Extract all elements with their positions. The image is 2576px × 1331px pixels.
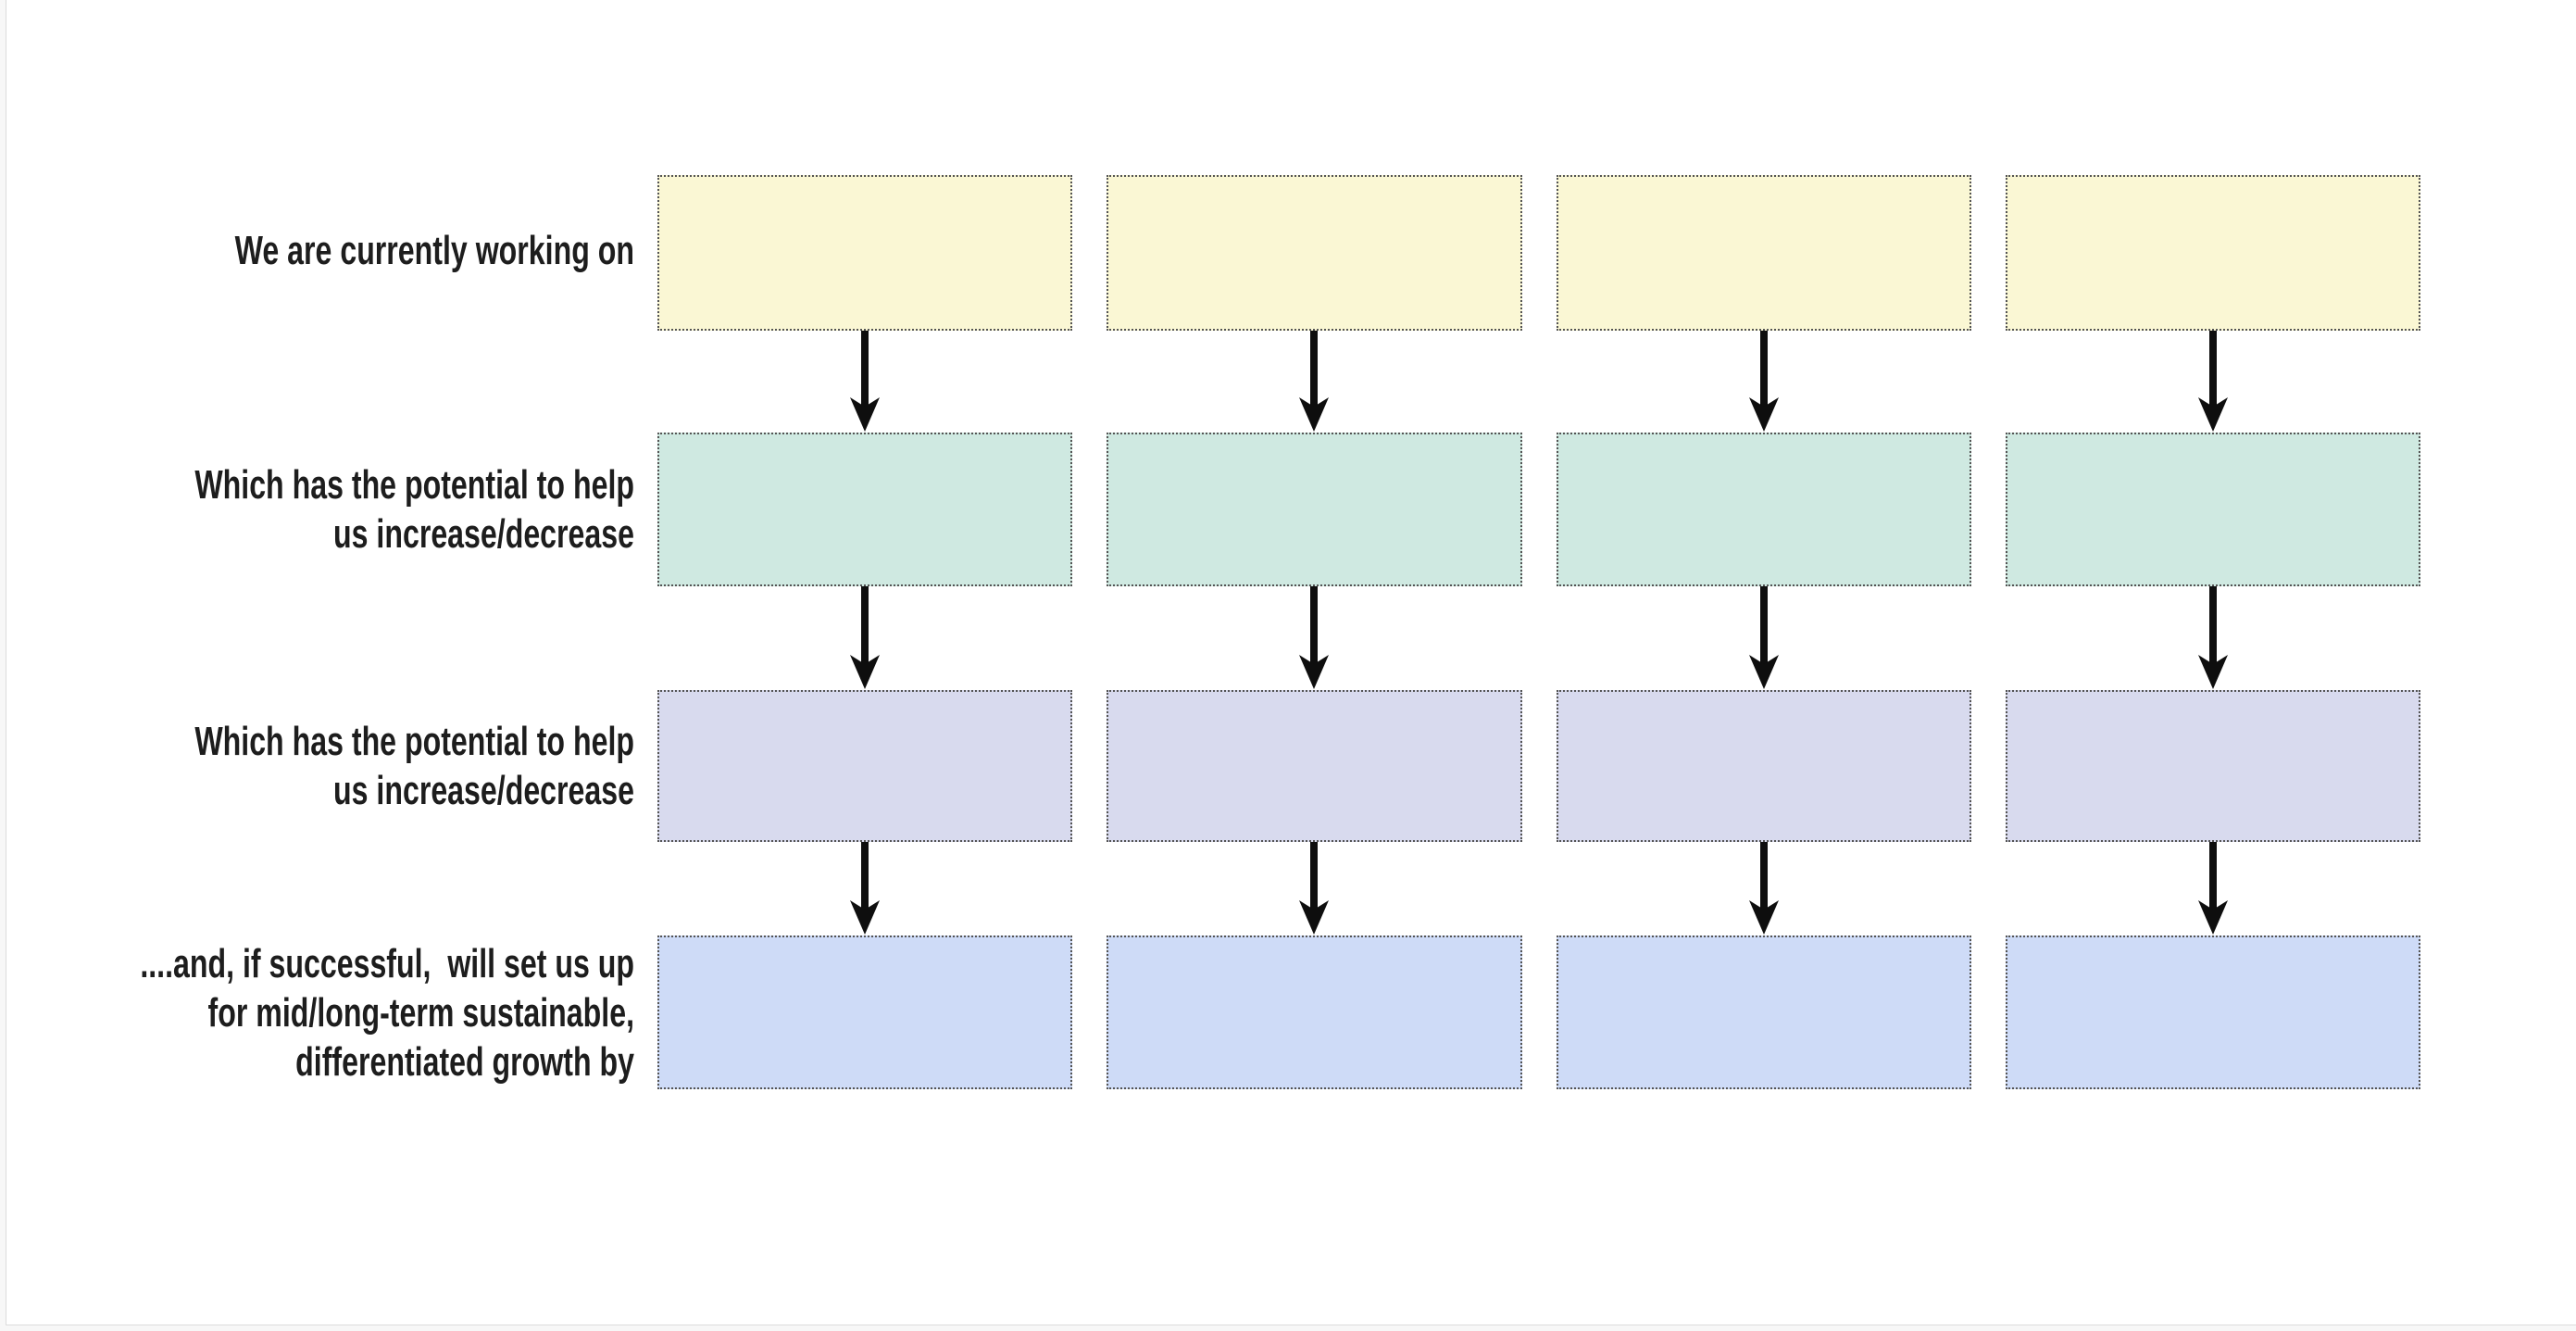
placeholder-box-potential-increase-2-col1[interactable] <box>657 690 1073 842</box>
box-row-potential-increase-2 <box>657 690 2420 842</box>
placeholder-box-sustainable-growth-col1[interactable] <box>657 935 1073 1089</box>
placeholder-box-sustainable-growth-col3[interactable] <box>1556 935 1971 1089</box>
row-label-line: Which has the potential to help <box>194 462 634 508</box>
row-label-line: Which has the potential to help <box>194 719 634 764</box>
placeholder-box-sustainable-growth-col2[interactable] <box>1107 935 1522 1089</box>
placeholder-box-potential-increase-1-col3[interactable] <box>1556 433 1971 586</box>
box-row-potential-increase-1 <box>657 433 2420 586</box>
down-arrow-icon <box>1745 842 1782 935</box>
down-arrow-icon <box>1295 842 1332 935</box>
down-arrow-icon <box>1745 586 1782 689</box>
placeholder-box-sustainable-growth-col4[interactable] <box>2005 935 2420 1089</box>
row-label-line: for mid/long-term sustainable, <box>207 990 634 1036</box>
placeholder-box-potential-increase-2-col2[interactable] <box>1107 690 1522 842</box>
box-row-currently-working-on <box>657 175 2420 331</box>
placeholder-box-potential-increase-2-col4[interactable] <box>2005 690 2420 842</box>
down-arrow-icon <box>2195 331 2232 432</box>
placeholder-box-potential-increase-1-col1[interactable] <box>657 433 1073 586</box>
row-label-line: us increase/decrease <box>333 511 634 557</box>
row-label-currently-working-on: We are currently working on <box>0 226 634 275</box>
row-label-line: ....and, if successful, will set us up <box>140 941 634 986</box>
down-arrow-icon <box>846 586 883 689</box>
placeholder-box-potential-increase-2-col3[interactable] <box>1556 690 1971 842</box>
row-label-line: differentiated growth by <box>295 1039 634 1085</box>
box-row-sustainable-growth <box>657 935 2420 1089</box>
row-label-line: us increase/decrease <box>333 768 634 813</box>
row-label-line: We are currently working on <box>234 228 634 273</box>
down-arrow-icon <box>846 842 883 935</box>
down-arrow-icon <box>1745 331 1782 432</box>
row-label-sustainable-growth: ....and, if successful, will set us up f… <box>0 939 634 1086</box>
down-arrow-icon <box>2195 842 2232 935</box>
down-arrow-icon <box>1295 586 1332 689</box>
row-label-potential-increase-1: Which has the potential to help us incre… <box>0 460 634 559</box>
placeholder-box-currently-working-on-col4[interactable] <box>2005 175 2420 331</box>
row-label-potential-increase-2: Which has the potential to help us incre… <box>0 717 634 815</box>
placeholder-box-potential-increase-1-col2[interactable] <box>1107 433 1522 586</box>
down-arrow-icon <box>846 331 883 432</box>
placeholder-box-currently-working-on-col1[interactable] <box>657 175 1073 331</box>
down-arrow-icon <box>1295 331 1332 432</box>
placeholder-box-potential-increase-1-col4[interactable] <box>2005 433 2420 586</box>
placeholder-box-currently-working-on-col2[interactable] <box>1107 175 1522 331</box>
placeholder-box-currently-working-on-col3[interactable] <box>1556 175 1971 331</box>
down-arrow-icon <box>2195 586 2232 689</box>
